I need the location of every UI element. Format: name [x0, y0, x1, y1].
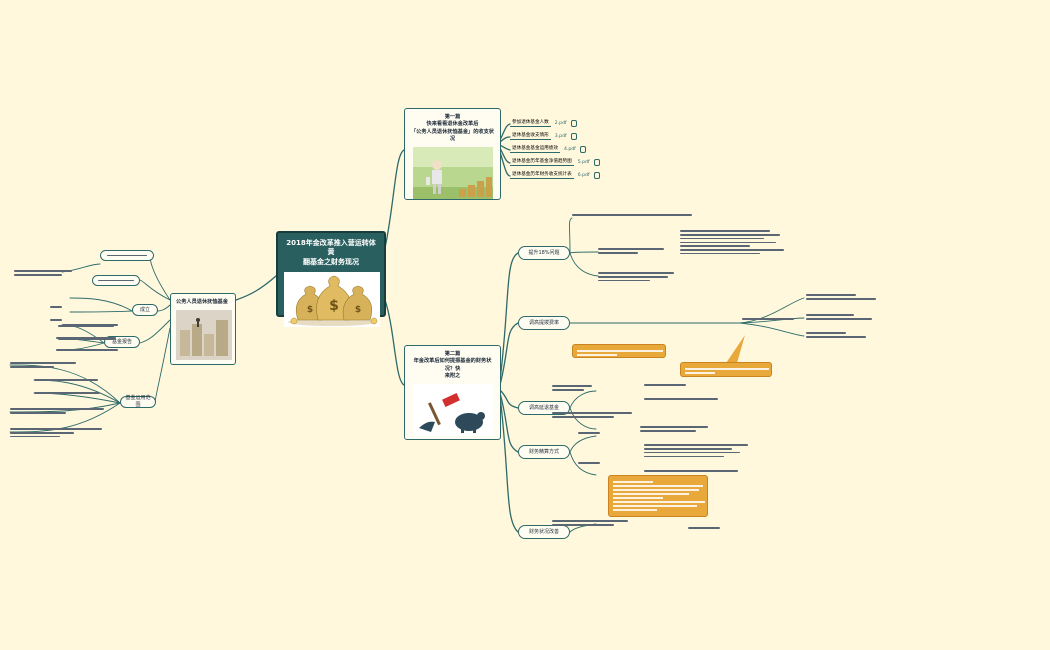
attachment-icon[interactable] — [579, 145, 586, 153]
file-link[interactable]: 5.pdf — [577, 159, 590, 165]
file-row[interactable]: 退休基金基金运用绩效 4.pdf — [510, 145, 586, 153]
central-title-line2: 翻基金之财务现况 — [303, 257, 359, 266]
detail-text-block — [578, 430, 608, 436]
detail-text-block — [10, 426, 110, 440]
reform-hammer-image — [412, 384, 493, 437]
detail-text-block — [644, 442, 754, 459]
topic-node[interactable]: 财务状况改善 — [518, 525, 570, 539]
detail-text-block — [572, 212, 702, 218]
topic-label: 财务状况改善 — [528, 528, 559, 535]
file-name: 参加退休基金人数 — [510, 120, 551, 127]
note-callout[interactable] — [680, 362, 772, 377]
topic-node[interactable]: 调高延退基金 — [518, 401, 570, 415]
topic-label: 调高延退基金 — [528, 404, 559, 411]
file-name: 退休基金历年基金净值趋势图 — [510, 159, 574, 166]
topic-node[interactable]: 调高提拨费率 — [518, 316, 570, 330]
detail-text-block — [644, 396, 724, 402]
detail-text-block — [56, 335, 120, 341]
detail-text-block — [806, 330, 886, 340]
central-title-line1: 2018年金改革推入营运转体黄 — [286, 239, 376, 257]
detail-text-block — [62, 322, 122, 328]
attachment-icon[interactable] — [593, 171, 600, 179]
part2-line2: 年金改革后如何提振基金的财务状况？快 — [413, 358, 492, 372]
topic-card-fund[interactable]: 公务人员退休抚恤基金 — [170, 293, 236, 365]
file-row[interactable]: 参加退休基金人数 2.pdf — [510, 119, 577, 127]
topic-label: 成立 — [139, 306, 150, 313]
detail-text-block — [56, 347, 120, 353]
topic-node[interactable]: 成立 — [132, 304, 158, 316]
detail-text-block — [598, 246, 668, 256]
topic-node[interactable] — [92, 275, 140, 286]
pension-coins-image — [176, 310, 232, 361]
part1-line2: 快来看看退休金改革后 — [426, 121, 479, 128]
detail-text-block — [50, 308, 130, 346]
part2-line3: 来附之 — [444, 372, 461, 379]
svg-text:$: $ — [329, 298, 339, 314]
file-link[interactable]: 3.pdf — [554, 133, 567, 139]
detail-text-block — [644, 382, 694, 388]
detail-text-block — [10, 406, 110, 416]
detail-text-block — [10, 360, 80, 370]
central-topic[interactable]: 2018年金改革推入营运转体黄 翻基金之财务现况 $ $ $ — [276, 231, 386, 328]
savings-growth-image — [412, 147, 493, 200]
note-callout[interactable] — [608, 475, 708, 517]
detail-text-block — [640, 424, 720, 434]
attachment-icon[interactable] — [570, 132, 577, 140]
topic-node[interactable]: 基金运用范围 — [120, 395, 156, 408]
file-row[interactable]: 退休基金历年财务收支统计表 6.pdf — [510, 171, 600, 179]
topic-card-part2[interactable]: 第二篇 年金改革后如何提振基金的财务状况？快 来附之 — [404, 345, 501, 440]
file-row[interactable]: 退休基金历年基金净值趋势图 5.pdf — [510, 158, 600, 166]
topic-node[interactable]: 提升18%问题 — [518, 246, 570, 260]
detail-text-block — [680, 228, 790, 257]
attachment-icon[interactable] — [593, 158, 600, 166]
svg-text:$: $ — [355, 305, 361, 315]
fund-title: 公务人员退休抚恤基金 — [176, 299, 228, 305]
topic-label: 基金运用范围 — [125, 395, 151, 408]
topic-card-part1[interactable]: 第一篇 快来看看退休金改革后 「公务人员退休抚恤基金」的收支状况 — [404, 108, 501, 200]
file-link[interactable]: 2.pdf — [554, 120, 567, 126]
file-name: 退休基金历年财务收支统计表 — [510, 172, 574, 179]
detail-text-block — [552, 383, 596, 393]
detail-text-block — [50, 295, 130, 333]
detail-text-block — [34, 390, 104, 396]
topic-label: 基金报告 — [111, 338, 132, 345]
svg-text:$: $ — [307, 305, 313, 315]
detail-text-block — [598, 270, 678, 284]
attachment-icon[interactable] — [570, 119, 577, 127]
part1-line1: 第一篇 — [444, 114, 461, 120]
note-callout[interactable] — [572, 344, 666, 358]
detail-text-block — [806, 292, 886, 302]
file-name: 退休基金收支情形 — [510, 133, 551, 140]
part1-line3: 「公务人员退休抚恤基金」的收支状况 — [410, 128, 494, 142]
file-link[interactable]: 6.pdf — [577, 172, 590, 178]
file-name: 退休基金基金运用绩效 — [510, 146, 560, 153]
detail-text-block — [552, 410, 642, 420]
topic-node[interactable]: 财务精算方式 — [518, 445, 570, 459]
topic-label: 调高提拨费率 — [528, 319, 559, 326]
detail-text-block — [14, 268, 74, 278]
detail-text-block — [742, 316, 802, 322]
topic-node[interactable] — [100, 250, 154, 261]
topic-label: 提升18%问题 — [528, 249, 560, 256]
detail-text-block — [578, 460, 608, 466]
detail-text-block — [806, 312, 886, 322]
file-row[interactable]: 退休基金收支情形 3.pdf — [510, 132, 577, 140]
file-link[interactable]: 4.pdf — [563, 146, 576, 152]
topic-label: 财务精算方式 — [528, 448, 559, 455]
detail-text-block — [552, 518, 632, 528]
detail-text-block — [644, 468, 754, 474]
money-bags-image: $ $ $ — [284, 272, 380, 328]
detail-text-block — [34, 377, 104, 383]
detail-text-block — [688, 525, 728, 531]
part2-line1: 第二篇 — [444, 351, 461, 357]
